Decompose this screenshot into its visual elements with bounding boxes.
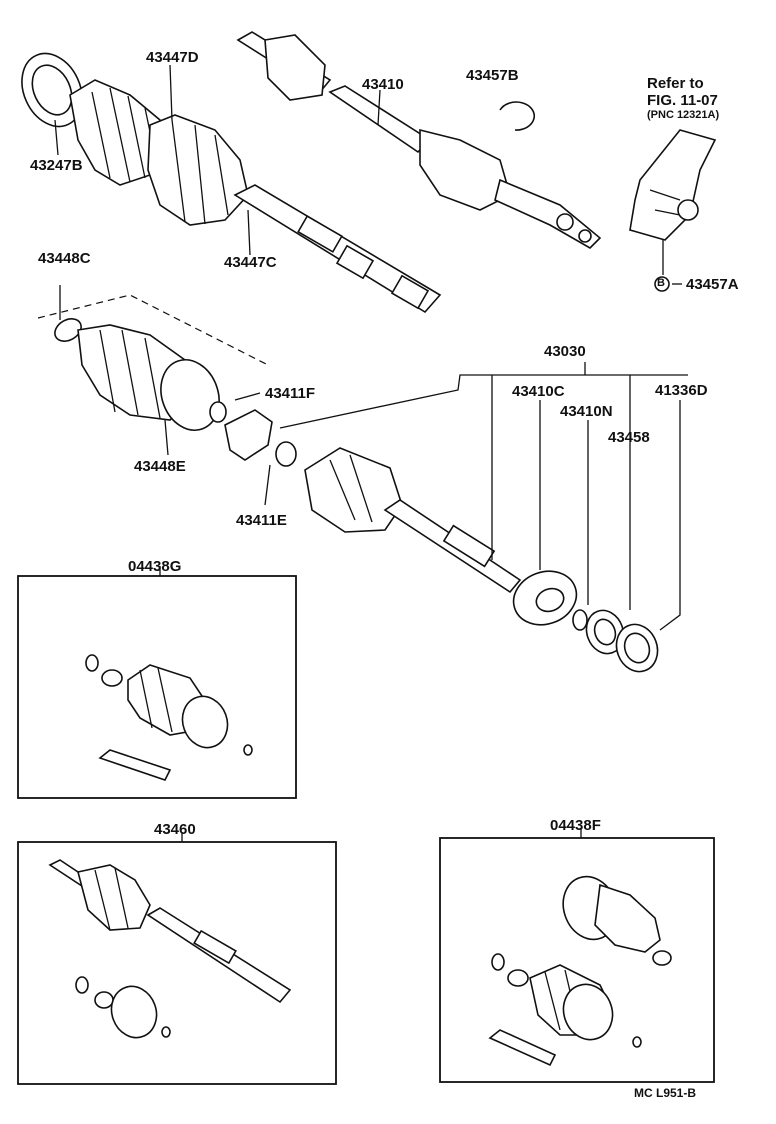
drive-shaft-43447 (233, 184, 442, 314)
label-ref-pnc: (PNC 12321A) (647, 109, 720, 121)
label-41336d: 41336D (655, 382, 708, 399)
label-43448c: 43448C (38, 250, 91, 267)
label-refer-to: Refer to (647, 75, 704, 92)
boot-kit-04438f-parts (488, 875, 672, 1067)
label-43458: 43458 (608, 429, 650, 446)
leader-41336d (659, 400, 681, 631)
kit-box-04438g (17, 575, 297, 799)
kit-box-04438f (439, 837, 715, 1083)
drive-shaft-43410 (236, 31, 602, 249)
label-43410n: 43410N (560, 403, 613, 420)
label-43410c: 43410C (512, 383, 565, 400)
inner-joint-housing (304, 447, 403, 533)
leader-43411e (264, 464, 271, 506)
circle-b-marker (654, 276, 670, 292)
outer-boot-clamp-43247b (21, 52, 83, 128)
center-bearing-43410c (512, 570, 578, 626)
leader-43411f (234, 392, 261, 401)
label-43457b: 43457B (466, 67, 519, 84)
snap-ring-43410n (572, 609, 588, 631)
snap-ring-43457b (499, 101, 536, 131)
label-43460: 43460 (154, 821, 196, 838)
label-43411f: 43411F (265, 385, 316, 402)
inner-cv-boot (147, 114, 249, 226)
boot-43448 (54, 318, 220, 431)
label-04438f: 04438F (550, 817, 601, 834)
label-circle-b: B (657, 277, 665, 289)
label-43030: 43030 (544, 343, 586, 360)
leader-43247b (54, 119, 59, 156)
label-43247b: 43247B (30, 157, 83, 174)
label-43411e: 43411E (236, 512, 287, 529)
figure-code: MC L951-B (634, 1086, 697, 1100)
label-43447d: 43447D (146, 49, 199, 66)
label-43447c: 43447C (224, 254, 277, 271)
leader-43447c (247, 209, 251, 256)
bracket-43030 (279, 374, 688, 429)
label-43448e: 43448E (134, 458, 186, 475)
center-drive-shaft (383, 499, 522, 594)
label-43457a: 43457A (686, 276, 739, 293)
dust-deflector-41336d (615, 623, 659, 673)
seal-43458 (585, 609, 625, 655)
leader-43410 (377, 89, 381, 126)
label-ref-figure: FIG. 11-07 (647, 92, 718, 109)
label-43410: 43410 (362, 76, 404, 93)
leader-43448e (164, 419, 169, 456)
boot-kit-04438g-parts (85, 654, 253, 781)
label-04438g: 04438G (128, 558, 182, 575)
kit-box-43460 (17, 841, 337, 1085)
bearing-bracket (629, 129, 717, 241)
tripod-joint-43411 (209, 401, 297, 467)
leader-43447d (169, 64, 173, 121)
dashed-group-bracket (37, 294, 269, 366)
shaft-kit-43460-parts (48, 859, 292, 1039)
